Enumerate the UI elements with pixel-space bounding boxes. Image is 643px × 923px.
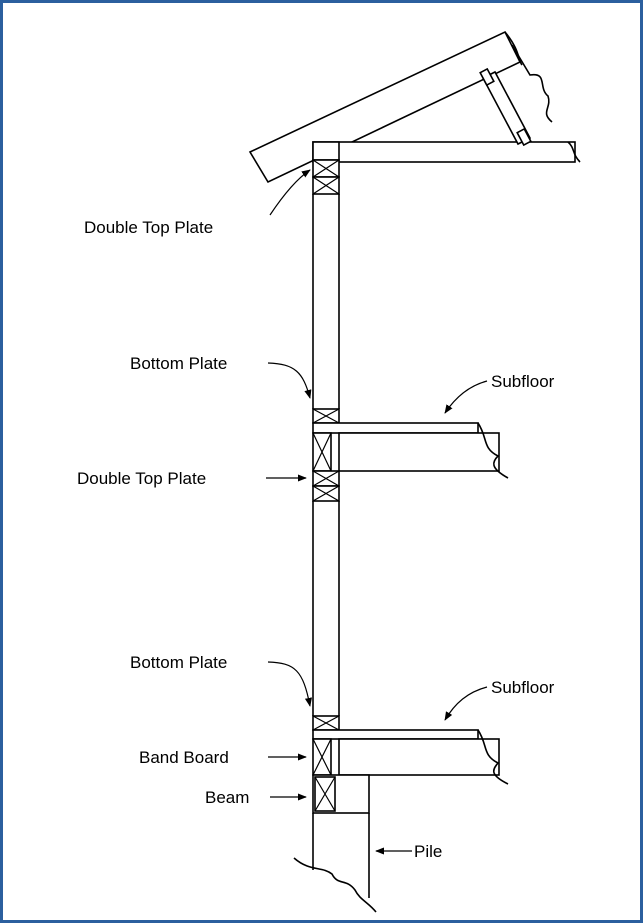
upper-bottom-plate xyxy=(312,408,340,424)
arrow-subfloor-lower xyxy=(444,686,488,721)
label-beam: Beam xyxy=(205,788,249,807)
arrow-bottom-plate-lower xyxy=(267,661,312,707)
label-pile: Pile xyxy=(414,842,442,861)
label-double-top-plate-lower: Double Top Plate xyxy=(77,469,206,488)
upper-wall xyxy=(312,141,340,409)
pile xyxy=(293,813,377,913)
label-subfloor-lower: Subfloor xyxy=(491,678,555,697)
upper-floor xyxy=(312,422,509,479)
ceiling-joist xyxy=(312,141,581,163)
label-bottom-plate-upper: Bottom Plate xyxy=(130,354,227,373)
label-double-top-plate-upper: Double Top Plate xyxy=(84,218,213,237)
middle-double-top-plate xyxy=(312,470,340,502)
arrow-subfloor-upper xyxy=(444,380,488,414)
leader-arrows xyxy=(266,169,488,855)
label-subfloor-upper: Subfloor xyxy=(491,372,555,391)
beam xyxy=(312,774,370,814)
label-bottom-plate-lower: Bottom Plate xyxy=(130,653,227,672)
lower-wall xyxy=(312,501,340,716)
arrow-double-top-plate-upper xyxy=(269,169,311,216)
lower-floor xyxy=(312,729,509,785)
collar-tie xyxy=(479,67,532,147)
arrow-bottom-plate-upper xyxy=(267,362,312,399)
lower-bottom-plate xyxy=(312,715,340,731)
label-band-board: Band Board xyxy=(139,748,229,767)
